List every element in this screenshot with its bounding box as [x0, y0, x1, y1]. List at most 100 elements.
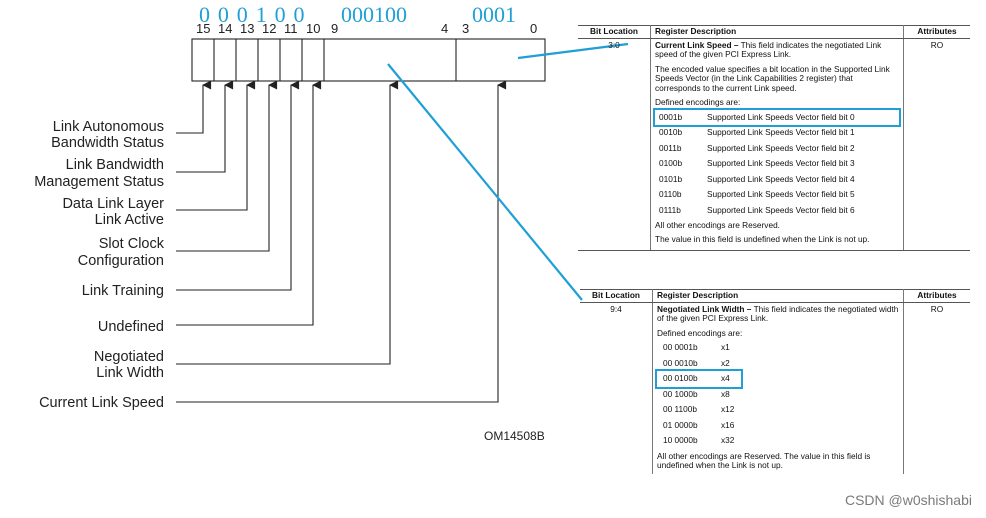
width-bits-annotation: 000100 — [341, 2, 407, 27]
speed-encoding-row: 0101b Supported Link Speeds Vector field… — [655, 172, 899, 188]
width-encoding-row: 00 1100b x12 — [657, 402, 899, 418]
header-register-description: Register Description — [652, 289, 904, 303]
width-description: Negotiated Link Width – This field indic… — [652, 302, 904, 474]
width-encoding-code: 00 0100b — [663, 373, 698, 384]
label-link-speed: Current Link Speed — [39, 395, 164, 411]
speed-encoding-code: 0111b — [659, 204, 681, 215]
header-bit-location: Bit Location — [580, 289, 653, 303]
speed-bits-annotation: 0001 — [472, 2, 516, 27]
width-encoding-desc: x4 — [721, 373, 730, 384]
header-attributes: Attributes — [903, 25, 970, 39]
width-bit-location: 9:4 — [580, 302, 653, 474]
bit-number-14: 14 — [218, 21, 232, 36]
bit-number-15: 15 — [196, 21, 210, 36]
bit-number-9: 9 — [331, 21, 338, 36]
width-encoding-desc: x12 — [721, 404, 735, 415]
speed-title-rest: This field indicates the negotiated Link… — [655, 39, 882, 60]
speed-encoding-code: 0110b — [659, 189, 682, 200]
speed-encoding-row: 0110b Supported Link Speeds Vector field… — [655, 187, 899, 203]
speed-note-undefined: The value in this field is undefined whe… — [655, 233, 870, 244]
speed-bit-location: 3:0 — [578, 38, 651, 252]
width-encoding-row-highlighted: 00 0100b x4 — [655, 369, 743, 389]
width-encoding-row: 01 0000b x16 — [657, 418, 899, 434]
figure-id: OM14508B — [484, 429, 545, 443]
speed-note-reserved: All other encodings are Reserved. — [655, 220, 780, 231]
speed-encoding-row: 0100b Supported Link Speeds Vector field… — [655, 156, 899, 172]
width-encoding-code: 00 0001b — [663, 342, 698, 353]
speed-encoding-desc: Supported Link Speeds Vector field bit 3 — [707, 158, 855, 169]
width-encoding-desc: x32 — [721, 435, 735, 446]
speed-encoding-desc: Supported Link Speeds Vector field bit 0 — [707, 111, 855, 122]
header-bit-location: Bit Location — [578, 25, 651, 39]
header-register-description: Register Description — [650, 25, 904, 39]
label-slot-clock-1: Slot Clock — [99, 236, 165, 252]
width-title-rest: This field indicates the negotiated widt… — [657, 303, 899, 324]
label-bandwidth-mgmt-1: Link Bandwidth — [66, 157, 164, 173]
bit-number-13: 13 — [240, 21, 254, 36]
speed-encoding-code: 0001b — [659, 111, 683, 122]
width-encoding-row: 00 1000b x8 — [657, 387, 899, 403]
speed-encoding-row-highlighted: 0001b Supported Link Speeds Vector field… — [653, 107, 901, 128]
width-encoding-code: 00 1100b — [663, 404, 697, 415]
width-encoding-desc: x16 — [721, 419, 735, 430]
speed-encoding-desc: Supported Link Speeds Vector field bit 6 — [707, 204, 855, 215]
speed-encoding-code: 0010b — [659, 127, 683, 138]
speed-encoding-row: 0111b Supported Link Speeds Vector field… — [655, 203, 899, 219]
speed-attributes: RO — [903, 38, 970, 252]
connector-width — [387, 63, 583, 301]
speed-encoding-row: 0011b Supported Link Speeds Vector field… — [655, 141, 899, 157]
width-encoding-desc: x1 — [721, 342, 730, 353]
label-data-link-2: Link Active — [95, 212, 164, 228]
speed-title: Current Link Speed – — [655, 39, 739, 50]
upper-bits-annotation: 0 0 0 1 0 0 — [199, 2, 306, 27]
register-box — [191, 38, 546, 82]
watermark: CSDN @w0shishabi — [844, 492, 972, 508]
speed-encoding-code: 0100b — [659, 158, 683, 169]
speed-defined-label: Defined encodings are: — [655, 97, 741, 108]
speed-encoding-desc: Supported Link Speeds Vector field bit 1 — [707, 127, 855, 138]
label-link-autonomous-1: Link Autonomous — [53, 119, 164, 135]
leader-lines — [176, 80, 507, 403]
bit-number-3: 3 — [462, 21, 469, 36]
bit-number-4: 4 — [441, 21, 448, 36]
width-note: All other encodings are Reserved. The va… — [657, 450, 871, 471]
width-encoding-desc: x2 — [721, 357, 730, 368]
width-encoding-row: 10 0000b x32 — [657, 433, 899, 449]
width-title: Negotiated Link Width – — [657, 303, 752, 314]
speed-encoding-desc: Supported Link Speeds Vector field bit 4 — [707, 173, 855, 184]
width-encoding-row: 00 0001b x1 — [657, 340, 899, 356]
field-labels: Link Autonomous Bandwidth Status Link Ba… — [34, 119, 165, 411]
width-encoding-code: 10 0000b — [663, 435, 698, 446]
bit-number-12: 12 — [262, 21, 276, 36]
label-data-link-1: Data Link Layer — [62, 196, 164, 212]
speed-encoding-desc: Supported Link Speeds Vector field bit 5 — [707, 189, 855, 200]
bit-number-10: 10 — [306, 21, 320, 36]
speed-encoding-desc: Supported Link Speeds Vector field bit 2 — [707, 142, 855, 153]
width-encoding-desc: x8 — [721, 388, 730, 399]
label-link-width-1: Negotiated — [94, 349, 164, 365]
width-defined-label: Defined encodings are: — [657, 327, 743, 338]
table-current-link-speed: Bit Location Register Description Attrib… — [578, 25, 970, 252]
width-encoding-row: 00 0010b x2 — [657, 356, 899, 372]
label-bandwidth-mgmt-2: Management Status — [34, 174, 164, 190]
speed-encoding-code: 0011b — [659, 142, 682, 153]
header-attributes: Attributes — [903, 289, 970, 303]
speed-description: Current Link Speed – This field indicate… — [650, 38, 904, 252]
bit-numbers: 15 14 13 12 11 10 9 4 3 0 — [196, 21, 537, 36]
width-attributes: RO — [930, 303, 944, 314]
label-link-autonomous-2: Bandwidth Status — [51, 135, 164, 151]
label-link-training: Link Training — [82, 283, 164, 299]
label-slot-clock-2: Configuration — [78, 253, 164, 269]
speed-encoding-row: 0010b Supported Link Speeds Vector field… — [655, 125, 899, 141]
width-encoding-code: 01 0000b — [663, 419, 698, 430]
bit-number-0: 0 — [530, 21, 537, 36]
table-negotiated-link-width: Bit Location Register Description Attrib… — [580, 289, 970, 474]
label-undefined: Undefined — [98, 319, 164, 335]
speed-encoding-code: 0101b — [659, 173, 683, 184]
width-encoding-code: 00 0010b — [663, 357, 698, 368]
width-encoding-code: 00 1000b — [663, 388, 698, 399]
bit-number-11: 11 — [284, 21, 298, 36]
speed-paragraph: The encoded value specifies a bit locati… — [655, 63, 890, 93]
label-link-width-2: Link Width — [96, 365, 164, 381]
